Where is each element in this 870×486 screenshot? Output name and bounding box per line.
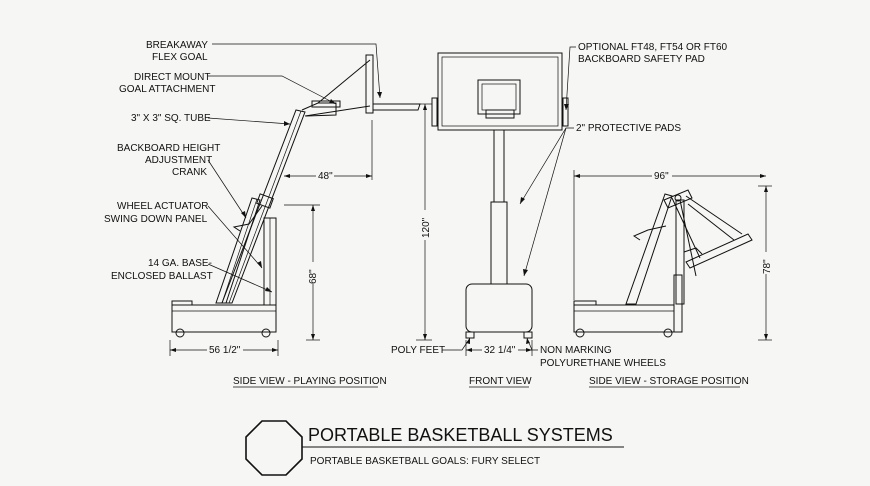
dim-120: 120" [421, 217, 432, 238]
poly-foot [465, 331, 475, 339]
wheel [175, 328, 185, 338]
side-view-playing [171, 54, 421, 338]
wheel [663, 328, 673, 338]
storage-base [573, 304, 675, 333]
label-poly-feet: POLY FEET [391, 345, 445, 356]
dims-side-playing: 48" 120" 68" 56 1/2" [169, 103, 432, 356]
pad-left [431, 97, 438, 127]
rim [373, 103, 421, 111]
label-wheel-2: SWING DOWN PANEL [104, 214, 208, 225]
storage-front-strut [625, 193, 673, 305]
callouts-front: OPTIONAL FT48, FT54 OR FT60 BACKBOARD SA… [391, 42, 728, 369]
front-base [465, 283, 533, 333]
lower-pole-pad [490, 201, 508, 285]
poly-foot [523, 331, 533, 339]
label-non-marking-2: POLYURETHANE WHEELS [540, 358, 666, 369]
label-direct-mount-2: GOAL ATTACHMENT [119, 84, 216, 95]
dim-78: 78" [762, 259, 773, 274]
dim-96: 96" [654, 171, 669, 182]
label-breakaway-1: BREAKAWAY [146, 40, 208, 51]
view-titles: SIDE VIEW - PLAYING POSITION FRONT VIEW … [233, 376, 749, 388]
main-title: PORTABLE BASKETBALL SYSTEMS [308, 425, 613, 445]
base-body [171, 304, 277, 333]
label-optional-1: OPTIONAL FT48, FT54 OR FT60 [578, 42, 728, 53]
dim-56: 56 1/2" [209, 345, 241, 356]
main-pole [221, 109, 306, 304]
label-protective: 2" PROTECTIVE PADS [576, 123, 681, 134]
label-wheel-1: WHEEL ACTUATOR [117, 201, 209, 212]
label-height-1: BACKBOARD HEIGHT [117, 143, 220, 154]
label-height-3: CRANK [172, 167, 207, 178]
pad-right [562, 97, 569, 127]
callouts-side-playing: BREAKAWAY FLEX GOAL DIRECT MOUNT GOAL AT… [104, 40, 382, 293]
side-view-storage [573, 189, 753, 338]
label-height-2: ADJUSTMENT [145, 155, 212, 166]
label-base-2: ENCLOSED BALLAST [111, 271, 213, 282]
dim-68: 68" [308, 269, 319, 284]
label-optional-2: BACKBOARD SAFETY PAD [578, 54, 705, 65]
label-direct-mount-1: DIRECT MOUNT [134, 72, 210, 83]
label-non-marking-1: NON MARKING [540, 345, 612, 356]
storage-pole [675, 199, 685, 305]
label-base-1: 14 GA. BASE- [148, 258, 212, 269]
wheel [261, 328, 271, 338]
upper-pole [493, 129, 505, 203]
title-front: FRONT VIEW [469, 376, 532, 387]
storage-backboard [685, 233, 753, 269]
label-tube: 3" X 3" SQ. TUBE [131, 113, 211, 124]
dims-front: 32 1/4" [465, 340, 533, 356]
backboard [365, 54, 374, 114]
sub-title: PORTABLE BASKETBALL GOALS: FURY SELECT [310, 456, 540, 467]
wheel [575, 328, 585, 338]
dims-storage: 96" 78" [573, 170, 773, 341]
title-block: PORTABLE BASKETBALL SYSTEMS PORTABLE BAS… [245, 420, 624, 476]
title-side-storage: SIDE VIEW - STORAGE POSITION [589, 376, 749, 387]
front-view [431, 52, 569, 339]
dim-48: 48" [318, 171, 333, 182]
label-breakaway-2: FLEX GOAL [152, 52, 208, 63]
title-side-playing: SIDE VIEW - PLAYING POSITION [233, 376, 387, 387]
shooter-square [477, 79, 521, 115]
octagon-symbol [245, 420, 303, 476]
dim-32: 32 1/4" [484, 345, 516, 356]
